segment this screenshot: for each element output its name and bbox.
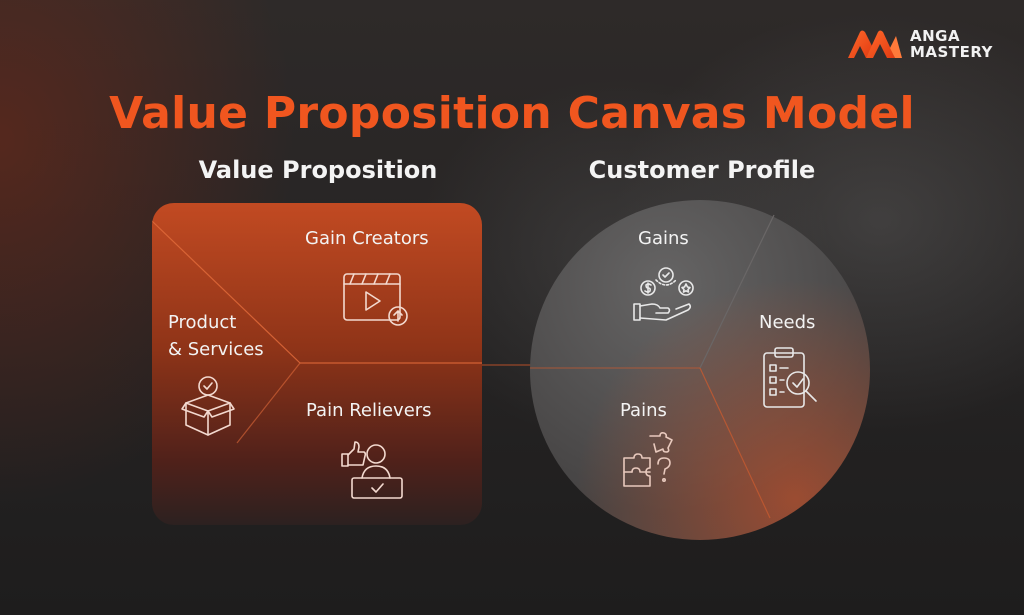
circle-divider-lines bbox=[530, 214, 775, 519]
customer-profile-circle bbox=[530, 200, 870, 540]
product-services-label-line2: & Services bbox=[168, 339, 264, 360]
square-divider-lines bbox=[152, 220, 482, 444]
product-services-label-line1: Product bbox=[168, 312, 237, 333]
logo-line-1: ANGA bbox=[910, 27, 961, 45]
value-proposition-heading: Value Proposition bbox=[198, 156, 438, 184]
product-box-icon bbox=[180, 375, 236, 437]
page-title: Value Proposition Canvas Model bbox=[109, 88, 915, 139]
needs-label: Needs bbox=[759, 312, 816, 333]
value-proposition-square bbox=[152, 203, 482, 525]
customer-profile-heading: Customer Profile bbox=[588, 156, 816, 184]
pains-label: Pains bbox=[620, 400, 667, 421]
checklist-search-icon bbox=[762, 345, 820, 411]
gains-label: Gains bbox=[638, 228, 689, 249]
video-play-icon bbox=[342, 272, 412, 328]
gain-creators-label: Gain Creators bbox=[305, 228, 429, 249]
hand-coins-icon bbox=[632, 266, 700, 324]
puzzle-question-icon bbox=[620, 432, 678, 490]
thumbs-up-person-icon bbox=[340, 440, 406, 502]
brand-logo: ANGA MASTERY bbox=[846, 28, 993, 60]
logo-line-2: MASTERY bbox=[910, 43, 993, 61]
logo-mark-icon bbox=[848, 30, 902, 58]
pain-relievers-label: Pain Relievers bbox=[306, 400, 432, 421]
